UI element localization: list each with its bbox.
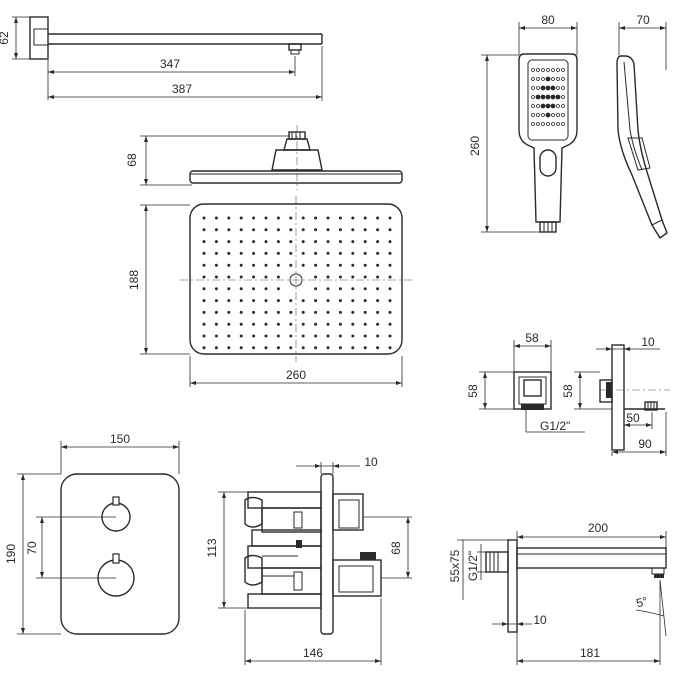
bath-spout-side: 200 G1/2" 55x75 10 181 5° [448,521,667,665]
hand-width-label: 80 [541,13,555,27]
head-width-label: 260 [286,368,306,382]
arm-wall-flange [29,16,49,60]
head-center-nozzle [289,273,303,287]
spout-body [516,547,667,569]
head-plate [189,170,403,184]
spout-projection-label: 181 [580,646,600,660]
outlet-hole [523,379,542,397]
body-offset-label: 68 [389,541,403,555]
outlet-height-label: 58 [466,384,480,398]
outlet-offset-label: 50 [626,411,640,425]
body-top-section [247,491,322,509]
concealed-body-side: 10 113 68 [205,455,412,665]
outlet-projection-label: 90 [638,437,652,451]
hand-shower-front: 80 260 [468,13,578,233]
hand-depth-label: 70 [636,13,650,27]
plate-thickness-label: 10 [364,455,378,469]
arm-connector [288,43,302,51]
spout-wall-plate [507,539,518,633]
panel-plate [60,473,180,635]
panel-height-label: 190 [4,544,18,564]
arm-length-label: 387 [172,82,192,96]
head-top-view: 188 260 [127,196,412,387]
body-bottom-outlet [332,559,382,597]
hand-button [539,149,557,177]
body-top-outlet [332,493,364,531]
head-side-view: 68 [125,125,403,190]
wall-outlet-front: 58 58 G1/2" [466,331,585,433]
outlet-plate-label: 10 [641,335,655,349]
outlet-side-height-label: 58 [561,384,575,398]
shower-arm-view: 62 347 387 [0,16,323,101]
panel-width-label: 150 [110,432,130,446]
body-length-label: 146 [303,646,323,660]
hand-shower-side: 70 [616,13,668,240]
wall-outlet-side: 58 10 50 90 [561,335,670,456]
hand-side-body [616,55,668,240]
head-nozzle-grid [202,216,392,350]
hand-length-label: 260 [468,136,482,156]
outlet-thread-label: G1/2" [540,419,570,433]
arm-reach-label: 347 [160,57,180,71]
spout-plate-label: 55x75 [448,549,462,582]
head-depth-label: 188 [127,270,141,290]
spout-gap-label: 10 [533,613,547,627]
head-ball-joint [271,149,323,171]
outlet-plate [513,371,552,410]
arm-height-label: 62 [0,31,11,45]
spout-angle-label: 5° [635,594,650,611]
outlet-wall-plate [611,344,625,451]
body-cover-plate [320,473,334,635]
thermostat-panel-front: 150 190 70 [4,432,180,635]
outlet-width-label: 58 [525,331,539,345]
body-bottom-section [247,593,322,609]
spout-nipple [485,551,509,573]
hand-body [518,53,578,223]
knob-spacing-label: 70 [25,541,39,555]
hand-nozzles [531,68,565,126]
head-height-label: 68 [125,153,139,167]
spout-thread-label: G1/2" [466,551,480,581]
body-depth-label: 113 [205,538,219,557]
spout-length-label: 200 [588,521,608,535]
